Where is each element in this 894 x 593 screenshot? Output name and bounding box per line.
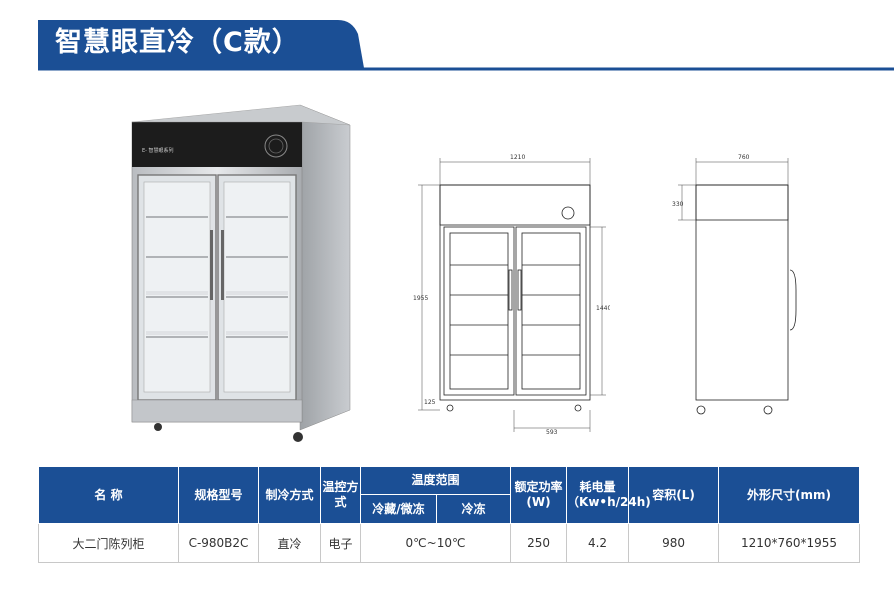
side-elevation-drawing: 760 330 <box>672 154 797 415</box>
cell-size: 1210*760*1955 <box>718 523 861 563</box>
front-elevation-drawing: 1210 1955 1440 125 593 <box>413 154 610 435</box>
header-cooling: 制冷方式 <box>258 466 321 524</box>
header-energy: 耗电量（Kw•h/24h) <box>566 466 651 524</box>
header-model: 规格型号 <box>178 466 259 524</box>
spec-table: 名 称 规格型号 制冷方式 温控方式 温度范围 额定功率(W) 耗电量（Kw•h… <box>38 466 861 563</box>
dim-door: 593 <box>546 429 558 435</box>
cell-energy: 4.2 <box>566 523 630 563</box>
cell-cooling: 直冷 <box>258 523 321 563</box>
header-temp-range: 温度范围 <box>359 466 512 495</box>
header-control: 温控方式 <box>320 466 361 524</box>
dim-depth: 760 <box>738 154 750 161</box>
dim-base: 125 <box>424 399 436 406</box>
header-temp-freeze: 冷冻 <box>435 494 512 524</box>
cell-name: 大二门陈列柜 <box>38 523 179 563</box>
cell-model: C-980B2C <box>178 523 259 563</box>
cell-volume: 980 <box>628 523 720 563</box>
header-size: 外形尺寸(mm) <box>718 466 861 524</box>
page-title: 智慧眼直冷（C款） <box>55 27 300 58</box>
header-power: 额定功率(W) <box>510 466 568 524</box>
product-photo: E- 智慧眼系列 <box>131 104 351 442</box>
header-name: 名 称 <box>38 466 179 524</box>
panel-label: E- 智慧眼系列 <box>142 147 174 154</box>
header-volume: 容积(L) <box>628 466 720 524</box>
cell-temp: 0℃~10℃ <box>359 523 512 563</box>
dim-height-inner: 1440 <box>596 305 610 312</box>
table-row: 大二门陈列柜 C-980B2C 直冷 电子 0℃~10℃ 250 4.2 980… <box>38 523 861 563</box>
header-temp-chill: 冷藏/微冻 <box>360 494 437 524</box>
dim-width: 1210 <box>510 154 525 161</box>
title-banner: 智慧眼直冷（C款） <box>0 0 894 72</box>
dim-height-total: 1955 <box>413 295 428 302</box>
cell-control: 电子 <box>320 523 361 563</box>
cell-power: 250 <box>510 523 568 563</box>
dim-top-height: 330 <box>672 201 684 208</box>
